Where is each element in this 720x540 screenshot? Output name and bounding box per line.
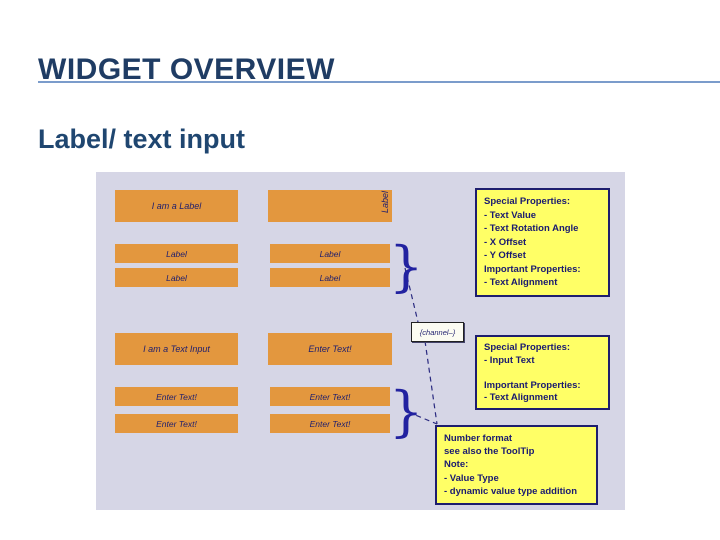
note-line: Special Properties:: [484, 342, 571, 353]
widget-input-demo-text: I am a Text Input: [143, 344, 210, 354]
note-line: Important Properties:: [484, 379, 581, 391]
curly-brace-inputs: }: [389, 380, 424, 443]
note-line: - Value Type: [444, 472, 499, 484]
note-input-properties: Special Properties: - Input Text Importa…: [475, 335, 610, 410]
note-line: - Text Rotation Angle: [484, 223, 579, 234]
widget-input-text: Enter Text!: [308, 344, 352, 354]
widget-text-input-large: Enter Text!: [268, 333, 392, 365]
widget-label-text: Label: [319, 248, 341, 259]
note-line: - Text Alignment: [484, 277, 558, 288]
widget-label-text: Label: [319, 272, 341, 283]
note-line: see also the ToolTip: [444, 446, 535, 458]
note-line: Special Properties:: [484, 196, 571, 207]
note-number-format: Number format see also the ToolTip Note:…: [435, 425, 598, 505]
widget-text-input-1: Enter Text!: [115, 387, 238, 406]
widget-label-text: Label: [166, 272, 187, 283]
widget-label-demo-text: I am a Label: [151, 201, 202, 211]
widget-label-2: Label: [115, 268, 238, 287]
widget-label-demo: I am a Label: [115, 190, 238, 222]
note-label-properties: Special Properties: - Text Value - Text …: [475, 188, 610, 297]
widget-input-text: Enter Text!: [156, 418, 197, 429]
note-line: - dynamic value type addition: [444, 485, 578, 497]
widget-label-text: Label: [166, 248, 187, 259]
note-line: Important Properties:: [484, 263, 581, 275]
widget-input-text: Enter Text!: [309, 391, 351, 402]
note-line: - Input Text: [484, 354, 535, 366]
title-underline: [38, 81, 720, 83]
widget-label-1: Label: [115, 244, 238, 263]
page-subtitle: Label/ text input: [38, 124, 246, 154]
widget-text-input-demo: I am a Text Input: [115, 333, 238, 365]
note-line: - Text Value: [484, 209, 537, 221]
widget-text-input-4: Enter Text!: [270, 414, 390, 433]
rotated-label-text: Label: [380, 191, 390, 214]
note-line: - Y Offset: [484, 250, 526, 261]
widget-label-4: Label: [270, 268, 390, 287]
widget-text-input-3: Enter Text!: [270, 387, 390, 406]
curly-brace-labels: }: [389, 235, 424, 298]
note-line: Note:: [444, 459, 469, 471]
page-title: WIDGET OVERVIEW: [38, 53, 335, 86]
note-line: Number format: [444, 433, 513, 444]
widget-label-rotated: Label: [268, 190, 392, 222]
widget-input-text: Enter Text!: [309, 418, 351, 429]
dashed-line-channel-to-note: [424, 340, 438, 425]
channel-ref-box: {channel–}: [411, 322, 464, 342]
widget-text-input-2: Enter Text!: [115, 414, 238, 433]
note-line: [484, 367, 601, 380]
widget-label-3: Label: [270, 244, 390, 263]
note-line: - X Offset: [484, 236, 527, 248]
widget-input-text: Enter Text!: [156, 391, 197, 402]
note-line: - Text Alignment: [484, 392, 558, 403]
diagram-panel: I am a Label Label Label Label Label Lab…: [96, 172, 625, 510]
